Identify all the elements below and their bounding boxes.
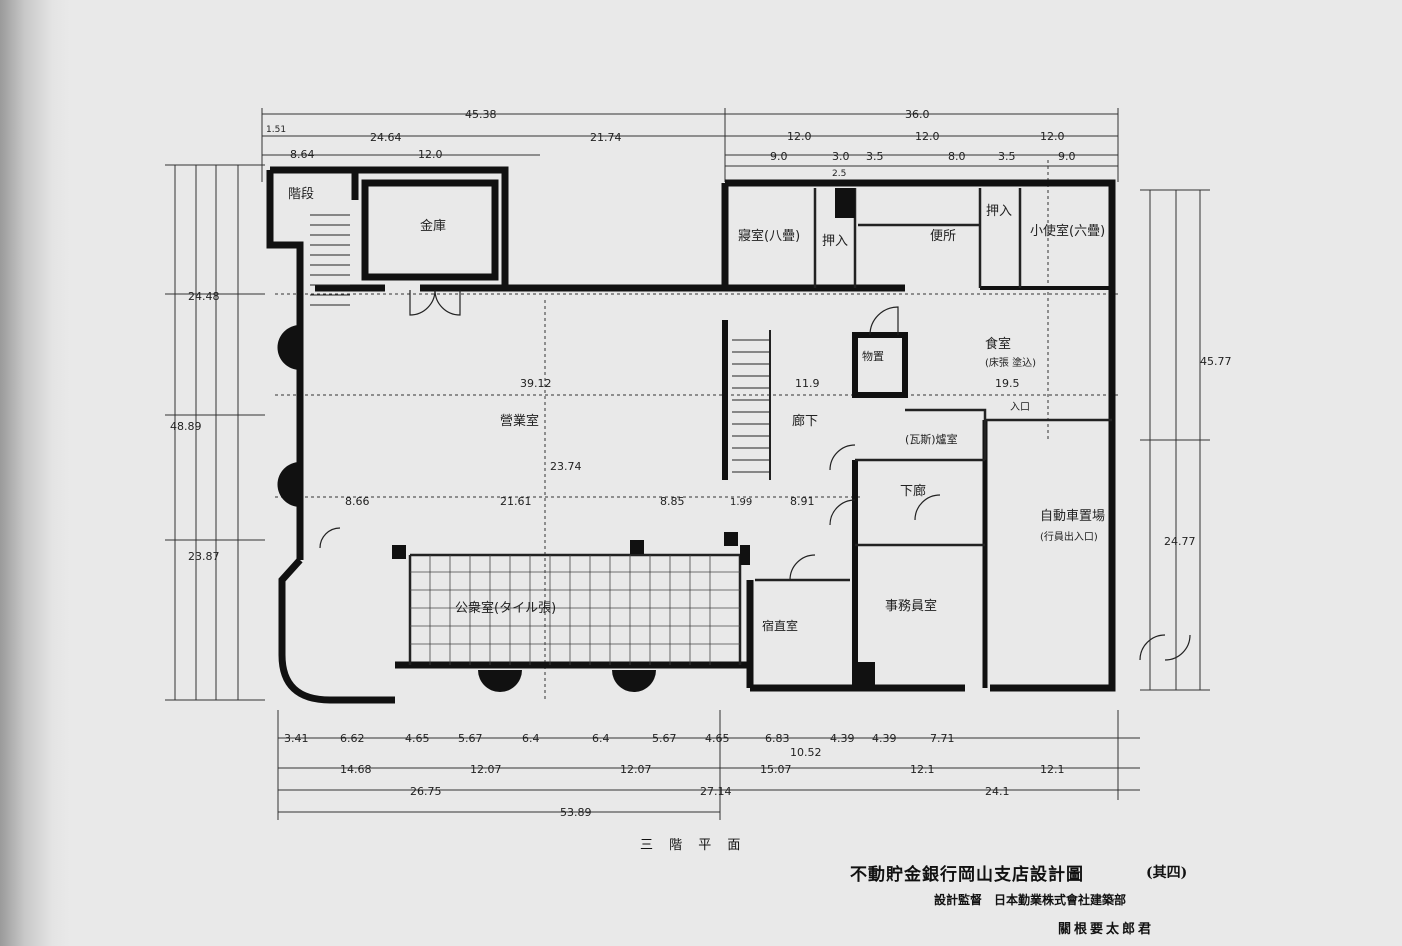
dim-bot-l: 7.71 xyxy=(930,732,955,745)
room-dining: 食室 xyxy=(985,336,1011,352)
dim-right-a: 24.77 xyxy=(1164,535,1196,548)
drawing-title: 不動貯金銀行岡山支店設計圖 xyxy=(850,865,1084,885)
dim-corr-width: 11.9 xyxy=(795,377,820,390)
room-entry: 入口 xyxy=(1010,402,1030,413)
dim-top-n: 9.0 xyxy=(1058,150,1076,163)
dim-bot-e: 6.4 xyxy=(522,732,540,745)
dim-bot-k: 4.39 xyxy=(872,732,897,745)
room-closet-a: 押入 xyxy=(822,234,848,249)
dim-top-h: 12.0 xyxy=(1040,130,1065,143)
dimension-labels: 45.38 36.0 1.51 24.64 21.74 8.64 12.0 12… xyxy=(170,108,1232,819)
room-bedroom: 寢室(八疊) xyxy=(738,228,800,244)
room-duty: 宿直室 xyxy=(762,618,798,633)
dim-bot-d: 5.67 xyxy=(458,732,483,745)
dim-top-total-left: 45.38 xyxy=(465,108,497,121)
dim-mid-a: 8.66 xyxy=(345,495,370,508)
dim-top-c: 21.74 xyxy=(590,131,622,144)
dim-right-total: 45.77 xyxy=(1200,355,1232,368)
dim-mid-b: 21.61 xyxy=(500,495,532,508)
dim-left-b: 23.87 xyxy=(188,550,220,563)
dim-top-i: 9.0 xyxy=(770,150,788,163)
dim-bot-total: 53.89 xyxy=(560,806,592,819)
dim-left-total: 48.89 xyxy=(170,420,202,433)
dim-bot3-a: 26.75 xyxy=(410,785,442,798)
dim-bot2-f: 12.1 xyxy=(1040,763,1065,776)
dim-top-j: 3.0 xyxy=(832,150,850,163)
room-stair: 階段 xyxy=(288,187,314,202)
dim-bot-h: 4.65 xyxy=(705,732,730,745)
dim-bot-f: 6.4 xyxy=(592,732,610,745)
dim-top-b: 24.64 xyxy=(370,131,402,144)
architect-credit: 關根要太郎君 xyxy=(1058,922,1155,937)
columns xyxy=(392,188,875,688)
dim-bot-c: 4.65 xyxy=(405,732,430,745)
dim-bot3-c: 24.1 xyxy=(985,785,1010,798)
dim-mid-d: 1.99 xyxy=(730,497,752,508)
stairs xyxy=(310,214,771,480)
dim-office-depth: 23.74 xyxy=(550,460,582,473)
dim-bot-j: 4.39 xyxy=(830,732,855,745)
room-lower-corridor: 下廊 xyxy=(900,483,926,499)
room-boiler: (瓦斯)爐室 xyxy=(905,432,958,446)
dim-left-a: 24.48 xyxy=(188,290,220,303)
dim-top-l: 8.0 xyxy=(948,150,966,163)
dim-office-width: 39.12 xyxy=(520,377,552,390)
dim-bot2-b: 12.07 xyxy=(470,763,502,776)
dim-top-e: 12.0 xyxy=(418,148,443,161)
room-closet-b: 押入 xyxy=(986,204,1012,219)
dim-top-f: 12.0 xyxy=(787,130,812,143)
dim-top-k: 3.5 xyxy=(866,150,884,163)
door-swings xyxy=(319,289,1191,661)
dim-top-g: 12.0 xyxy=(915,130,940,143)
room-garage: 自動車置場 xyxy=(1040,509,1105,524)
floor-caption: 三 階 平 面 xyxy=(640,838,747,853)
dim-bot2-c: 12.07 xyxy=(620,763,652,776)
dim-bot3-b: 27.14 xyxy=(700,785,732,798)
dim-bot2-a: 14.68 xyxy=(340,763,372,776)
room-toilet: 便所 xyxy=(930,229,956,244)
dim-bot-i: 6.83 xyxy=(765,732,790,745)
room-storage: 物置 xyxy=(862,349,884,363)
dim-bot-g: 5.67 xyxy=(652,732,677,745)
dim-bot-a: 3.41 xyxy=(284,732,309,745)
room-labels: 階段 金庫 營業室 廊下 寢室(八疊) 押入 押入 便所 小使室(六疊) 食室 … xyxy=(288,187,1105,633)
room-office: 營業室 xyxy=(500,413,539,429)
dim-bot2-e: 12.1 xyxy=(910,763,935,776)
tile-grid xyxy=(410,555,740,665)
dimension-lines xyxy=(165,108,1210,820)
dim-top-m: 3.5 xyxy=(998,150,1016,163)
room-vault: 金庫 xyxy=(420,218,446,234)
dim-top-total-right: 36.0 xyxy=(905,108,930,121)
dim-bot-m: 10.52 xyxy=(790,746,822,759)
room-corridor: 廊下 xyxy=(792,413,818,429)
sheet-number: (其四) xyxy=(1146,865,1188,881)
dim-mid-c: 8.85 xyxy=(660,495,685,508)
scanned-page-edge xyxy=(0,0,70,946)
dim-top-o: 2.5 xyxy=(832,169,846,179)
dim-top-d: 8.64 xyxy=(290,148,315,161)
room-garage-note: (行員出入口) xyxy=(1040,530,1098,543)
dim-top-a: 1.51 xyxy=(266,125,286,135)
supervision-credit: 設計監督 日本勤業株式會社建築部 xyxy=(934,893,1127,907)
bay-windows xyxy=(277,325,656,692)
walls xyxy=(266,166,1116,704)
room-small: 小使室(六疊) xyxy=(1030,223,1105,239)
dim-mid-e: 8.91 xyxy=(790,495,815,508)
room-staff: 事務員室 xyxy=(885,598,937,614)
dim-dining-width: 19.5 xyxy=(995,377,1020,390)
dim-bot-b: 6.62 xyxy=(340,732,365,745)
room-hall: 公衆室(タイル張) xyxy=(455,600,556,616)
dim-bot2-d: 15.07 xyxy=(760,763,792,776)
room-dining-note: (床張 塗込) xyxy=(985,356,1036,369)
